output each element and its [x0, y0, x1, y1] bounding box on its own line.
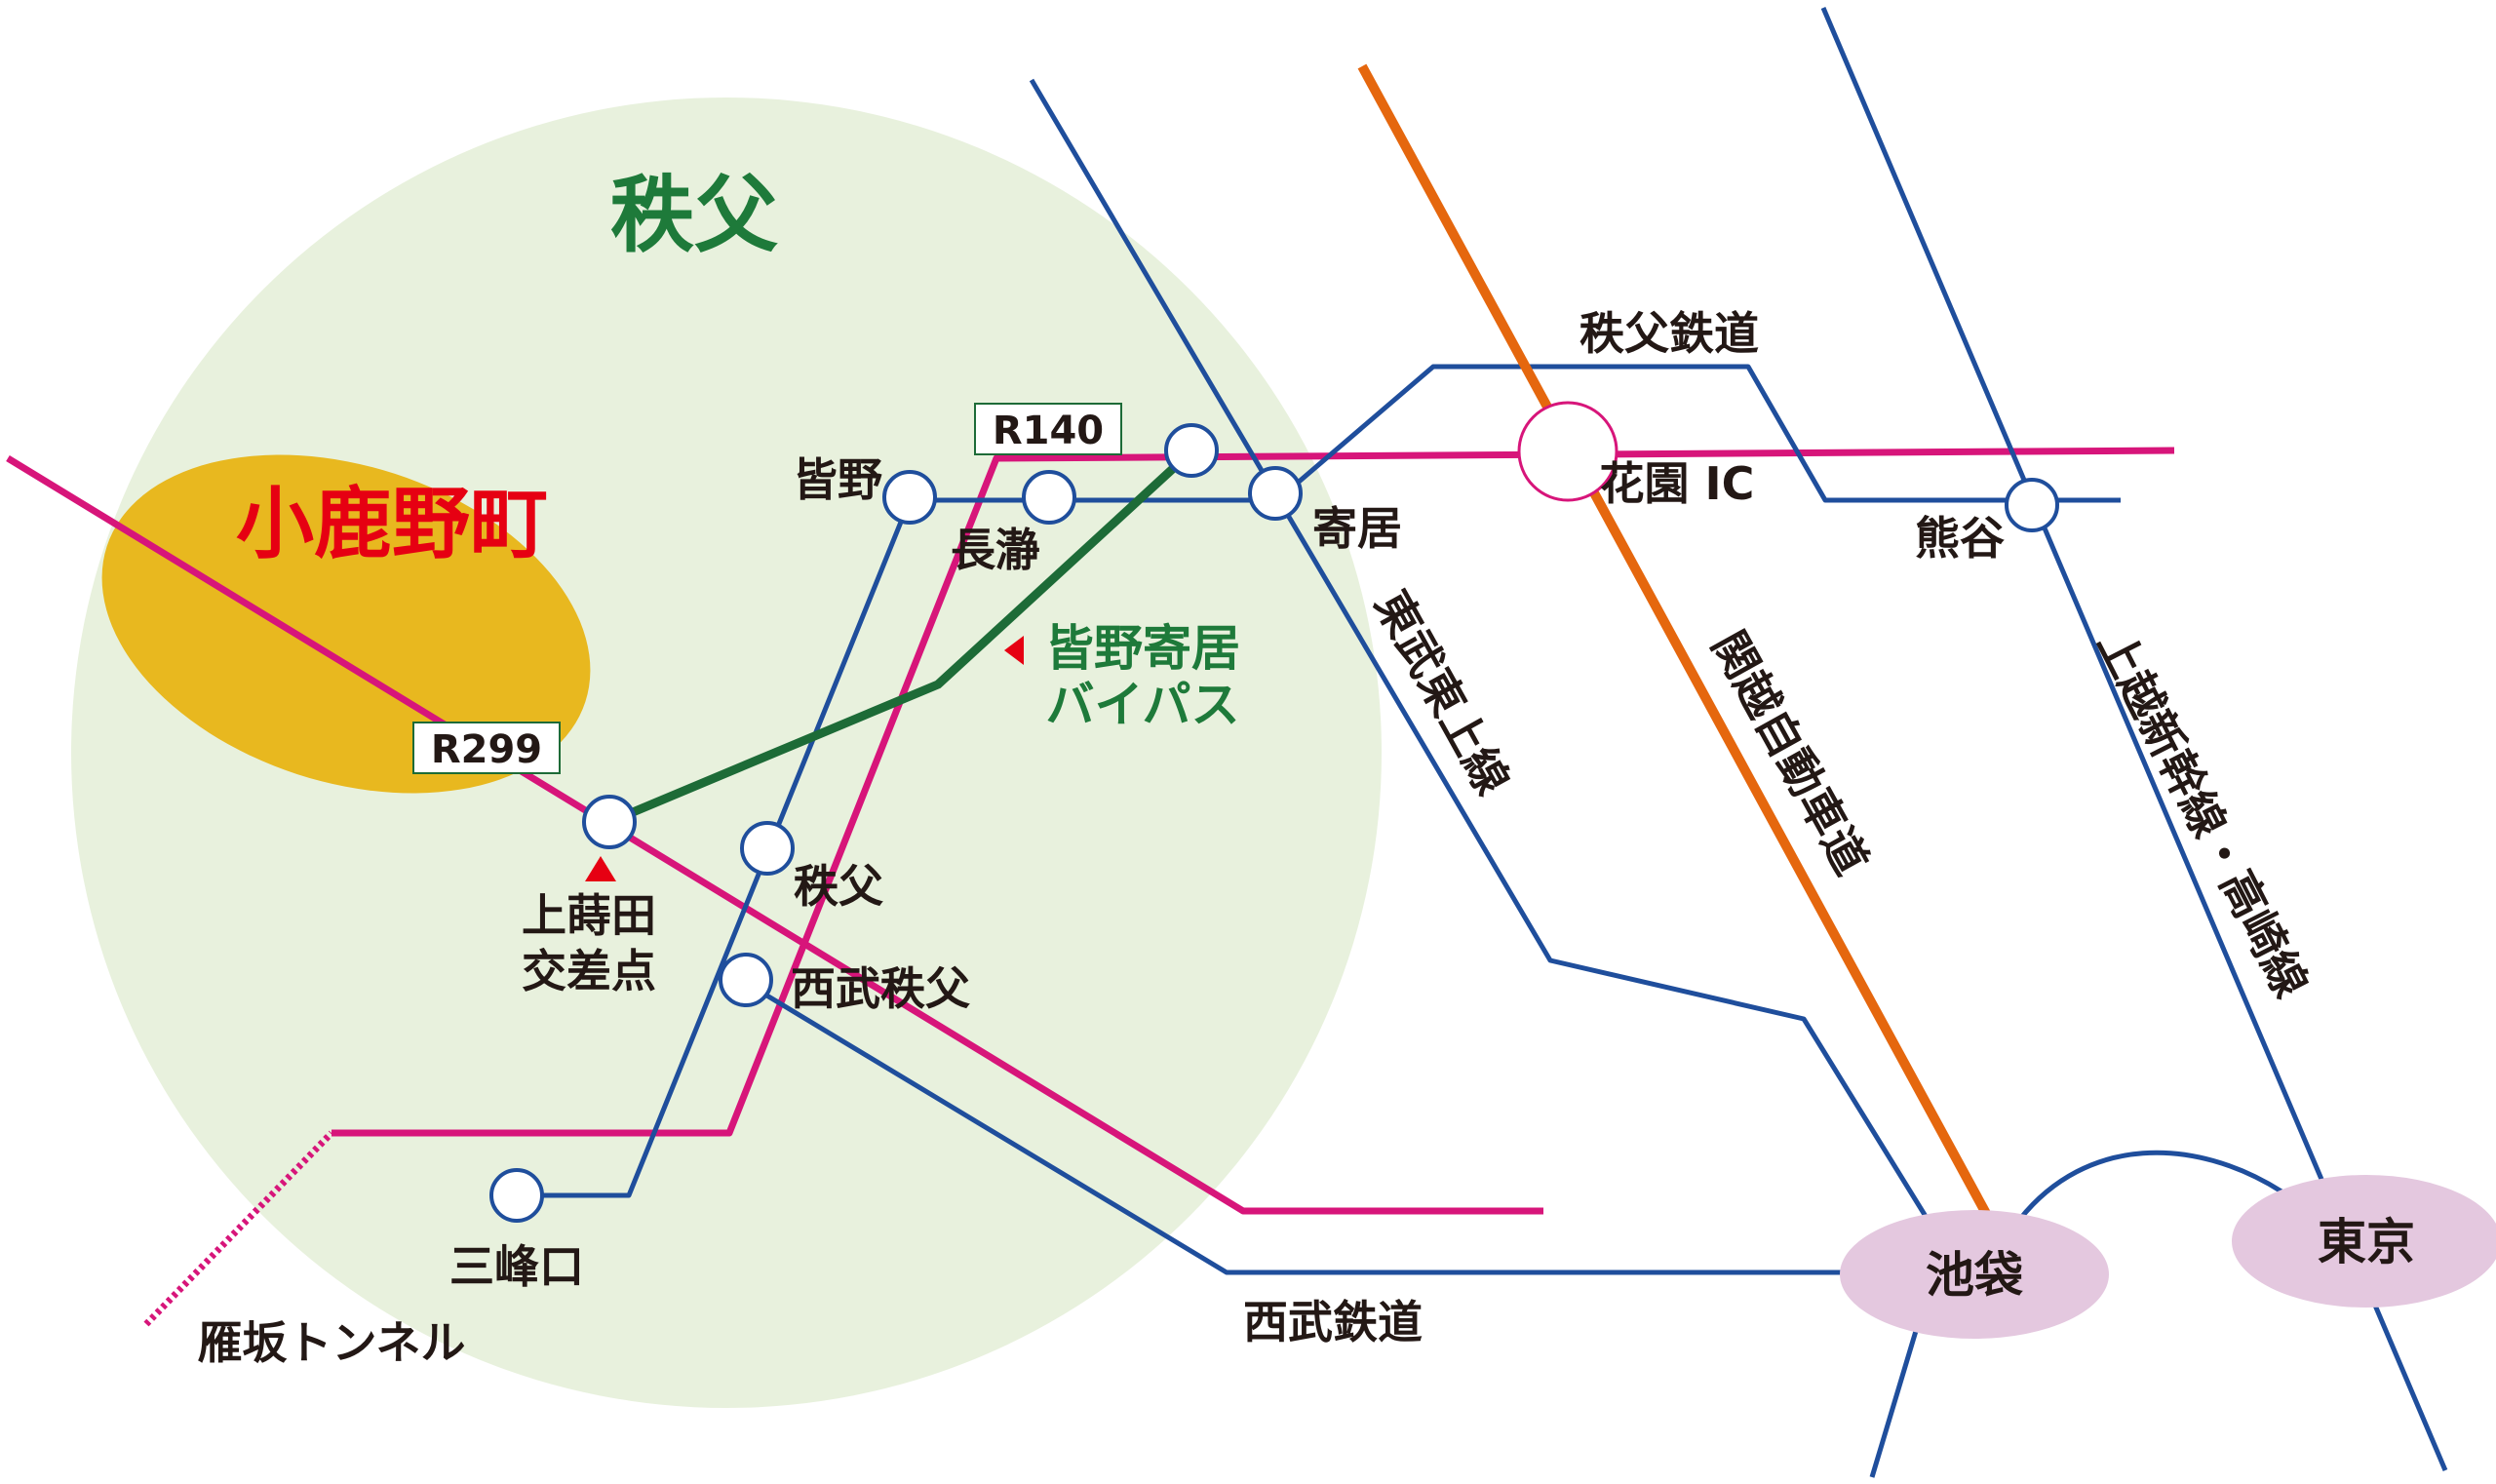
station-label-yorii: 寄居 — [1312, 502, 1402, 555]
tokyo-hub — [2232, 1175, 2496, 1308]
kamimakita-crossing-label-line2: 交差点 — [522, 945, 656, 997]
station-label-nagatoro: 長瀞 — [951, 524, 1040, 576]
station-circle-icon — [740, 821, 795, 876]
route-299-line — [6, 455, 1543, 1215]
karisaka-tunnel-path — [143, 1130, 334, 1327]
kamimakita-crossing-label-line1: 上蒔田 — [522, 889, 656, 942]
area-name-label: 秩父 — [610, 167, 778, 264]
station-circle-icon — [1164, 423, 1219, 478]
hub-connector-line — [2018, 1150, 2283, 1221]
seibu-railway-label: 西武鉄道 — [1243, 1296, 1423, 1348]
station-circle-icon — [2005, 478, 2059, 532]
station-circle-icon — [1248, 466, 1303, 521]
seibu-line — [739, 977, 1896, 1275]
ikebukuro-hub — [1840, 1210, 2109, 1339]
station-circle-icon — [719, 953, 773, 1007]
station-circle-icon — [1022, 470, 1076, 525]
red-triangle-marker-icon — [585, 856, 616, 881]
route-140-label: R140 — [993, 409, 1104, 453]
stations — [489, 423, 2059, 1223]
station-label-kumagaya: 熊谷 — [1915, 512, 2005, 565]
station-circle-icon — [489, 1168, 544, 1223]
karisaka-tunnel-label: 雁坂トンネル — [197, 1316, 465, 1369]
bypass-label-line1: 皆野寄居 — [1045, 620, 1240, 677]
station-label-minano: 皆野 — [793, 453, 882, 506]
chichibu-railway-label: 秩父鉄道 — [1580, 307, 1759, 360]
hanazono-ic-label: 花園 IC — [1600, 457, 1755, 510]
route-299-label: R299 — [431, 727, 542, 772]
station-label-mitsuminekuchi: 三峰口 — [449, 1240, 584, 1293]
minano-yorii-bypass-line — [607, 449, 1193, 827]
ikebukuro-label: 池袋 — [1926, 1247, 2023, 1304]
chichibu-railway-line — [517, 364, 2121, 1198]
tokyo-label: 東京 — [2318, 1214, 2415, 1270]
route-140-box — [974, 403, 1122, 455]
station-label-chichibu: 秩父 — [794, 860, 883, 913]
route-299-box — [412, 722, 561, 774]
red-triangle-marker-icon — [1004, 636, 1024, 665]
station-circle-icon — [882, 470, 937, 525]
interchange-circle-icon — [1517, 401, 1618, 502]
bypass-label-line2: バイパス — [1046, 677, 1240, 733]
kanetsu-expressway-line — [1357, 63, 1994, 1222]
station-label-seibu-chichibu: 西武秩父 — [791, 962, 970, 1015]
town-name-label: 小鹿野町 — [236, 479, 548, 569]
joetsu-takasaki-line-label: 上越新幹線・高崎線 — [2087, 622, 2318, 1005]
tobu-tojo-line-label: 東武東上線 — [1365, 582, 1520, 803]
ogano-town-area — [101, 454, 591, 794]
station-circle-icon — [582, 795, 637, 849]
